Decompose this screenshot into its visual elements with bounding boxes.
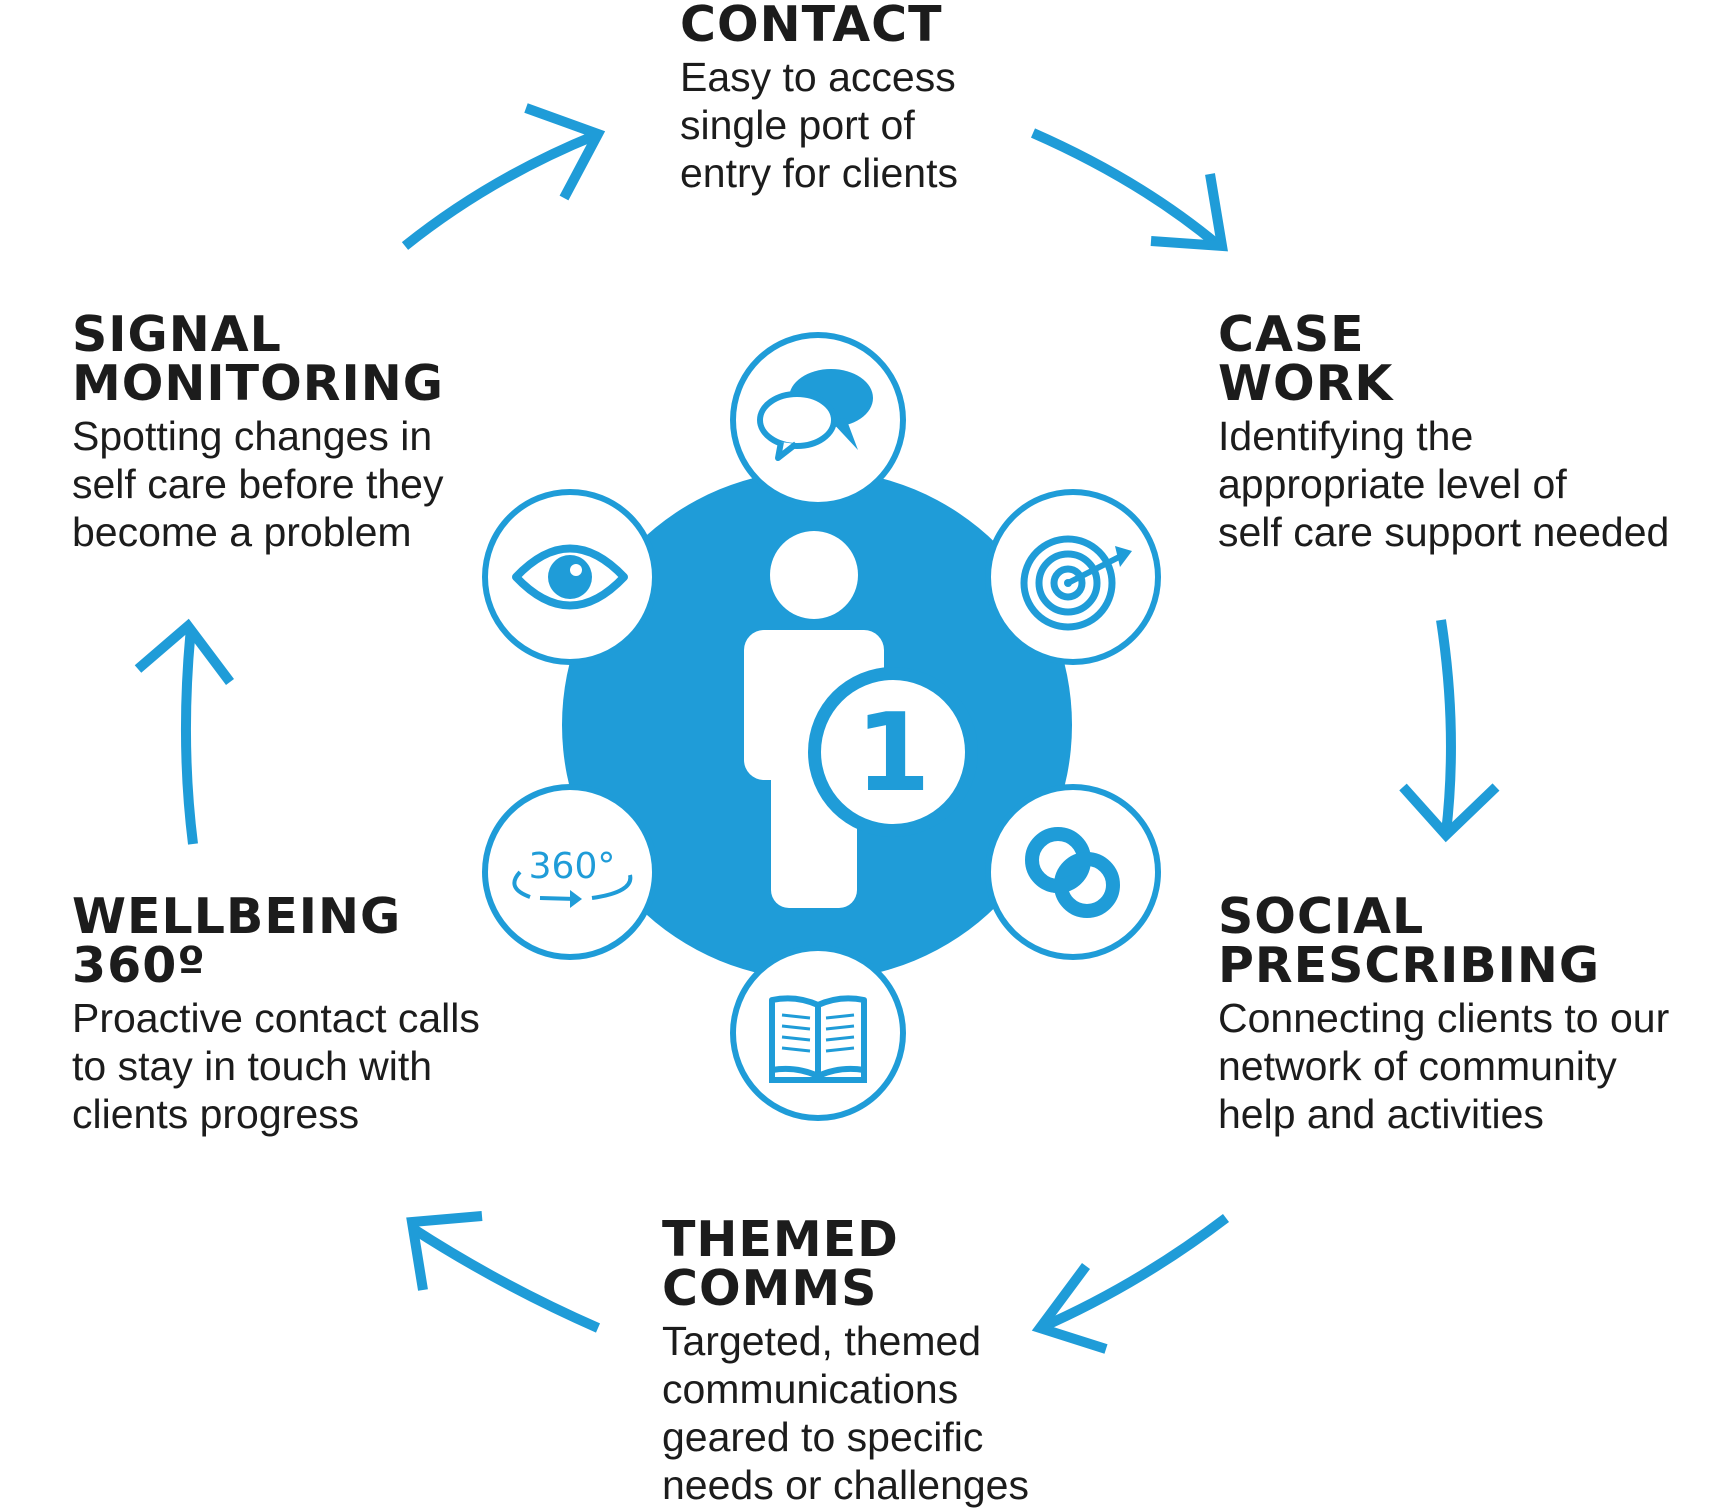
- step-desc-line: appropriate level of: [1218, 461, 1567, 507]
- step-title: SOCIAL PRESCRIBING: [1218, 892, 1669, 990]
- step-title-line: SOCIAL: [1218, 888, 1425, 945]
- step-title: CASE WORK: [1218, 310, 1669, 408]
- step-title-line: CONTACT: [680, 0, 943, 53]
- step-title-line: THEMED: [662, 1211, 899, 1268]
- step-desc-line: clients progress: [72, 1091, 360, 1137]
- arrow-signal-to-contact: [401, 103, 606, 250]
- step-title: WELLBEING 360º: [72, 892, 480, 990]
- step-desc-line: communications: [662, 1366, 959, 1412]
- arrow-contact-to-casework: [1030, 128, 1228, 252]
- step-title-line: SIGNAL: [72, 306, 282, 363]
- icon-circle-themed: [730, 945, 906, 1121]
- step-themed-comms: THEMED COMMS Targeted, themed communicat…: [662, 1215, 1029, 1509]
- icon-circle-contact: [730, 332, 906, 508]
- linked-rings-icon: [1025, 827, 1120, 918]
- eye-icon: [512, 544, 628, 610]
- step-title-line: MONITORING: [72, 355, 444, 412]
- open-book-icon: [769, 995, 867, 1083]
- step-description: Spotting changes in self care before the…: [72, 412, 444, 556]
- target-icon: [1020, 535, 1132, 631]
- arrow-social-to-themed: [1031, 1214, 1230, 1354]
- step-desc-line: needs or challenges: [662, 1462, 1029, 1508]
- arrow-casework-to-social: [1399, 619, 1500, 843]
- rotate-360-text: 360°: [529, 846, 616, 887]
- step-description: Proactive contact calls to stay in touch…: [72, 994, 480, 1138]
- step-title-line: WORK: [1218, 355, 1394, 412]
- rotate-360-icon: 360°: [512, 846, 633, 908]
- arrow-wellbeing-to-signal: [134, 618, 234, 845]
- step-desc-line: Identifying the: [1218, 413, 1474, 459]
- step-desc-line: become a problem: [72, 509, 412, 555]
- step-desc-line: Proactive contact calls: [72, 995, 480, 1041]
- step-desc-line: Spotting changes in: [72, 413, 433, 459]
- icon-circle-social: [985, 784, 1161, 960]
- number-badge: 1: [808, 667, 978, 837]
- step-desc-line: self care before they: [72, 461, 444, 507]
- number-badge-text: 1: [855, 691, 930, 816]
- arrow-themed-to-wellbeing: [406, 1211, 601, 1333]
- step-wellbeing-360: WELLBEING 360º Proactive contact calls t…: [72, 892, 480, 1138]
- step-description: Identifying the appropriate level of sel…: [1218, 412, 1669, 556]
- step-desc-line: to stay in touch with: [72, 1043, 433, 1089]
- step-desc-line: Connecting clients to our: [1218, 995, 1670, 1041]
- step-description: Targeted, themed communications geared t…: [662, 1317, 1029, 1509]
- step-title: CONTACT: [680, 0, 958, 49]
- step-desc-line: single port of: [680, 102, 915, 148]
- step-signal-monitoring: SIGNAL MONITORING Spotting changes in se…: [72, 310, 444, 556]
- step-social-prescribing: SOCIAL PRESCRIBING Connecting clients to…: [1218, 892, 1669, 1138]
- speech-bubbles-icon: [757, 369, 873, 461]
- step-title: THEMED COMMS: [662, 1215, 1029, 1313]
- step-desc-line: help and activities: [1218, 1091, 1544, 1137]
- step-title-line: CASE: [1218, 306, 1365, 363]
- step-desc-line: self care support needed: [1218, 509, 1670, 555]
- step-title-line: PRESCRIBING: [1218, 937, 1601, 994]
- icon-circle-signal: [482, 489, 658, 665]
- step-description: Connecting clients to our network of com…: [1218, 994, 1669, 1138]
- step-title-line: COMMS: [662, 1260, 878, 1317]
- step-desc-line: entry for clients: [680, 150, 958, 196]
- step-contact: CONTACT Easy to access single port of en…: [680, 0, 958, 197]
- step-description: Easy to access single port of entry for …: [680, 53, 958, 197]
- step-title: SIGNAL MONITORING: [72, 310, 444, 408]
- step-case-work: CASE WORK Identifying the appropriate le…: [1218, 310, 1669, 556]
- icon-circle-casework: [985, 489, 1161, 665]
- step-title-line: 360º: [72, 937, 206, 994]
- step-desc-line: Easy to access: [680, 54, 956, 100]
- step-title-line: WELLBEING: [72, 888, 402, 945]
- step-desc-line: network of community: [1218, 1043, 1617, 1089]
- icon-circle-wellbeing: 360°: [482, 784, 658, 960]
- step-desc-line: geared to specific: [662, 1414, 984, 1460]
- step-desc-line: Targeted, themed: [662, 1318, 982, 1364]
